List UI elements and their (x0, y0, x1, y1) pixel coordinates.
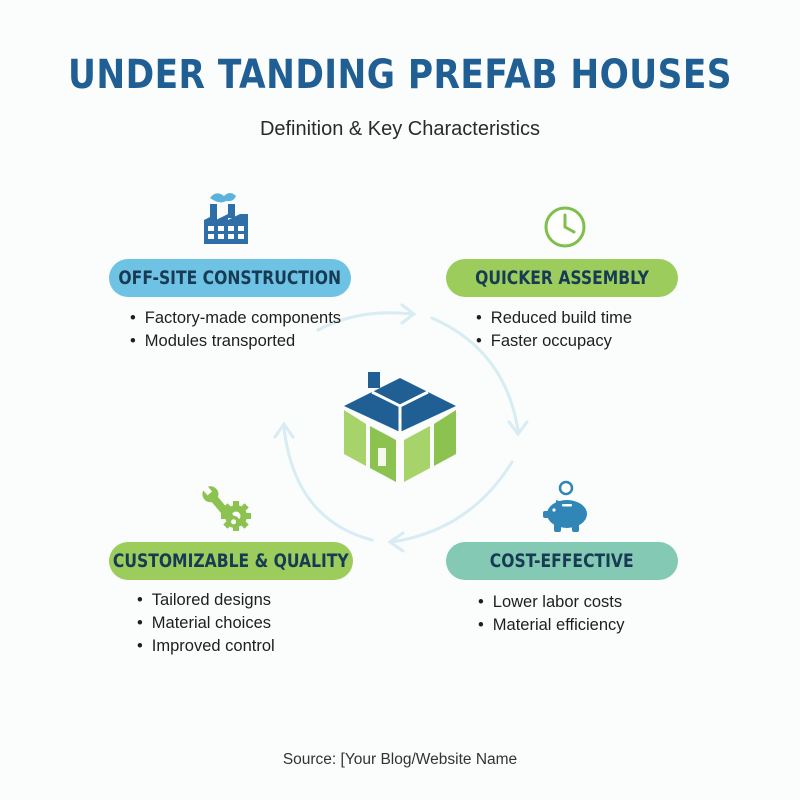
list-item: Improved control (137, 635, 275, 658)
customizable-quality-list: Tailored designs Material choices Improv… (137, 589, 275, 658)
factory-icon (204, 193, 248, 244)
list-item: Factory-made components (130, 307, 341, 330)
list-item: Material choices (137, 612, 275, 635)
offsite-construction-heading: OFF-SITE CONSTRUCTION (109, 259, 351, 297)
piggy-bank-icon (543, 480, 587, 532)
cycle-arc-left (282, 426, 374, 542)
customizable-quality-heading: CUSTOMIZABLE & QUALITY (109, 542, 353, 580)
cost-effective-list: Lower labor costs Material efficiency (478, 591, 625, 637)
quicker-assembly-label: QUICKER ASSEMBLY (475, 267, 649, 289)
offsite-construction-label: OFF-SITE CONSTRUCTION (118, 267, 342, 289)
wrench-gear-icon (202, 485, 251, 531)
customizable-quality-label: CUSTOMIZABLE & QUALITY (113, 550, 349, 572)
list-item: Material efficiency (478, 614, 625, 637)
cycle-arc-right (430, 316, 520, 432)
source-credit: Source: [Your Blog/Website Name (282, 751, 518, 768)
list-item: Faster occupacy (476, 330, 632, 353)
cycle-arrowhead-left (273, 421, 295, 439)
offsite-construction-list: Factory-made components Modules transpor… (130, 307, 341, 353)
clock-icon (544, 206, 586, 248)
quicker-assembly-list: Reduced build time Faster occupacy (476, 307, 632, 353)
list-item: Reduced build time (476, 307, 632, 330)
cycle-arrowhead-right (507, 420, 529, 437)
cost-effective-heading: COST-EFFECTIVE (446, 542, 678, 580)
page-subtitle: Definition & Key Characteristics (259, 118, 541, 140)
list-item: Tailored designs (137, 589, 275, 612)
prefab-house-icon (344, 372, 456, 482)
list-item: Modules transported (130, 330, 341, 353)
quicker-assembly-heading: QUICKER ASSEMBLY (446, 259, 678, 297)
cycle-arc-bottom (390, 460, 514, 544)
cost-effective-label: COST-EFFECTIVE (490, 550, 634, 572)
list-item: Lower labor costs (478, 591, 625, 614)
cycle-arrowhead-top (400, 303, 417, 325)
cycle-arrowhead-bottom (387, 531, 405, 553)
page-title: UNDER TANDING PREFAB HOUSES (67, 52, 733, 98)
